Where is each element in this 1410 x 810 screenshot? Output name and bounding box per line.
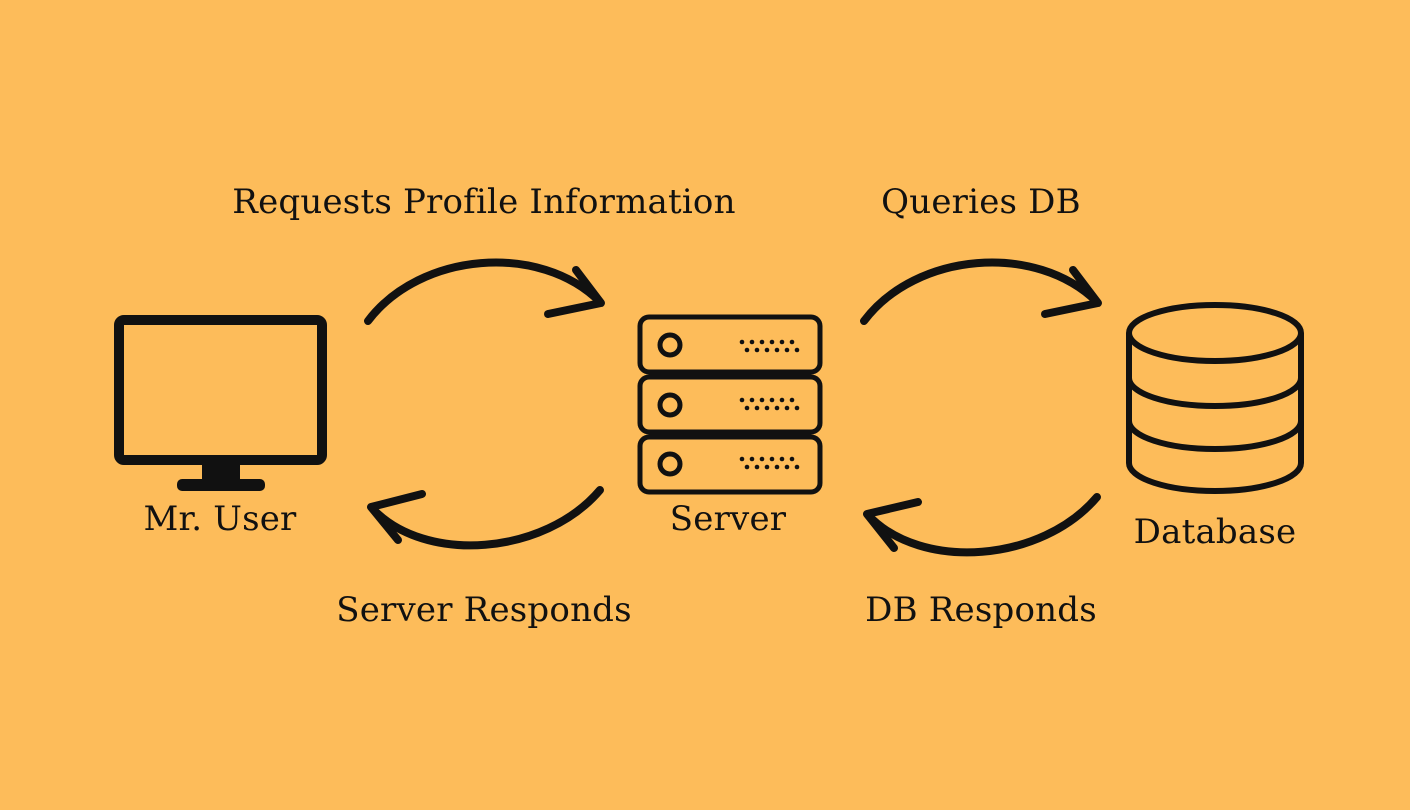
monitor-icon — [114, 315, 327, 491]
arrow-request-icon — [364, 258, 605, 325]
server-rack-icon — [637, 314, 823, 495]
edge-label-request: Requests Profile Information — [232, 182, 736, 222]
edge-label-db-response: DB Responds — [865, 590, 1097, 630]
arrow-db-response-icon — [863, 493, 1101, 557]
node-label-database: Database — [1133, 512, 1297, 552]
server-led-dots — [739, 339, 800, 470]
edge-label-query: Queries DB — [881, 182, 1081, 222]
edge-label-server-response: Server Responds — [336, 590, 632, 630]
node-label-server: Server — [669, 499, 787, 539]
arrow-query-icon — [860, 258, 1102, 325]
node-label-user: Mr. User — [143, 499, 297, 539]
database-icon — [1126, 302, 1304, 494]
arrow-response-icon — [367, 486, 604, 550]
